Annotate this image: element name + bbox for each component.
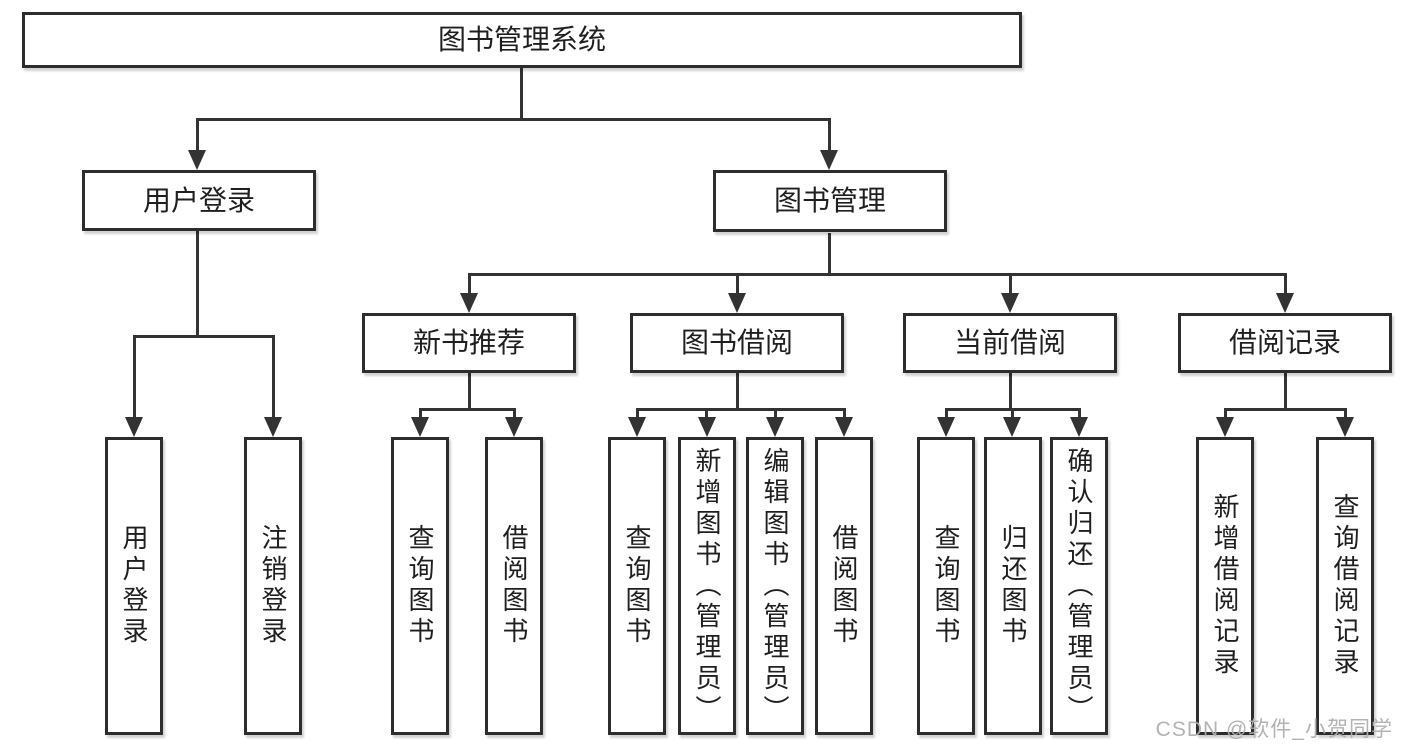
- connector-line: [736, 273, 739, 297]
- connector-line: [419, 408, 422, 420]
- connector-line: [520, 68, 523, 120]
- connector-line: [1284, 373, 1287, 410]
- node-borrowing-query-books: 查询图书: [608, 437, 666, 735]
- arrow-down-icon: [1276, 293, 1294, 313]
- connector-line: [468, 273, 1287, 276]
- connector-line: [419, 408, 516, 411]
- connector-line: [1224, 408, 1347, 411]
- node-new-book-recommend: 新书推荐: [362, 313, 576, 373]
- connector-line: [828, 233, 831, 275]
- connector-line: [1224, 408, 1227, 420]
- connector-line: [774, 408, 777, 420]
- connector-line: [196, 118, 831, 121]
- connector-line: [1078, 408, 1081, 420]
- node-user-login-branch: 用户登录: [82, 170, 316, 231]
- node-book-management: 图书管理: [713, 170, 947, 232]
- connector-line: [196, 118, 199, 158]
- connector-line: [828, 118, 831, 158]
- node-book-borrowing: 图书借阅: [630, 313, 844, 373]
- arrow-down-icon: [937, 417, 955, 437]
- arrow-down-icon: [628, 417, 646, 437]
- connector-line: [1011, 408, 1014, 420]
- arrow-down-icon: [188, 150, 206, 170]
- node-user-login: 用户登录: [105, 437, 163, 735]
- connector-line: [1344, 408, 1347, 420]
- connector-line: [133, 335, 275, 338]
- node-current-query-books: 查询图书: [917, 437, 975, 735]
- node-confirm-return-admin: 确认归还（管理员）: [1050, 437, 1108, 735]
- node-add-book-admin: 新增图书（管理员）: [678, 437, 736, 735]
- connector-line: [843, 408, 846, 420]
- connector-line: [133, 335, 136, 423]
- arrow-down-icon: [411, 417, 429, 437]
- connector-line: [1009, 273, 1012, 297]
- arrow-down-icon: [125, 417, 143, 437]
- connector-line: [736, 373, 739, 410]
- node-recommend-query-books: 查询图书: [391, 437, 449, 735]
- node-current-borrowing: 当前借阅: [903, 313, 1117, 373]
- arrow-down-icon: [728, 293, 746, 313]
- connector-line: [468, 273, 471, 297]
- arrow-down-icon: [505, 417, 523, 437]
- arrow-down-icon: [1216, 417, 1234, 437]
- arrow-down-icon: [1003, 417, 1021, 437]
- connector-line: [196, 231, 199, 335]
- connector-line: [1284, 273, 1287, 297]
- arrow-down-icon: [460, 293, 478, 313]
- arrow-down-icon: [1001, 293, 1019, 313]
- node-library-management-system: 图书管理系统: [22, 12, 1022, 68]
- connector-line: [468, 373, 471, 410]
- arrow-down-icon: [1336, 417, 1354, 437]
- node-borrow-books: 借阅图书: [815, 437, 873, 735]
- connector-line: [705, 408, 708, 420]
- connector-line: [636, 408, 639, 420]
- connector-line: [945, 408, 948, 420]
- node-edit-book-admin: 编辑图书（管理员）: [746, 437, 804, 735]
- arrow-down-icon: [820, 150, 838, 170]
- connector-line: [513, 408, 516, 420]
- node-query-borrow-record: 查询借阅记录: [1316, 437, 1374, 735]
- arrow-down-icon: [766, 417, 784, 437]
- node-recommend-borrow-books: 借阅图书: [485, 437, 543, 735]
- arrow-down-icon: [264, 417, 282, 437]
- node-logout: 注销登录: [244, 437, 302, 735]
- arrow-down-icon: [835, 417, 853, 437]
- connector-line: [272, 335, 275, 423]
- node-borrowing-records: 借阅记录: [1178, 313, 1392, 373]
- connector-line: [1009, 373, 1012, 410]
- watermark-text: CSDN @软件_小贺同学: [1155, 718, 1393, 741]
- node-add-borrow-record: 新增借阅记录: [1196, 437, 1254, 735]
- arrow-down-icon: [1070, 417, 1088, 437]
- connector-line: [636, 408, 846, 411]
- node-return-books: 归还图书: [984, 437, 1042, 735]
- arrow-down-icon: [698, 417, 716, 437]
